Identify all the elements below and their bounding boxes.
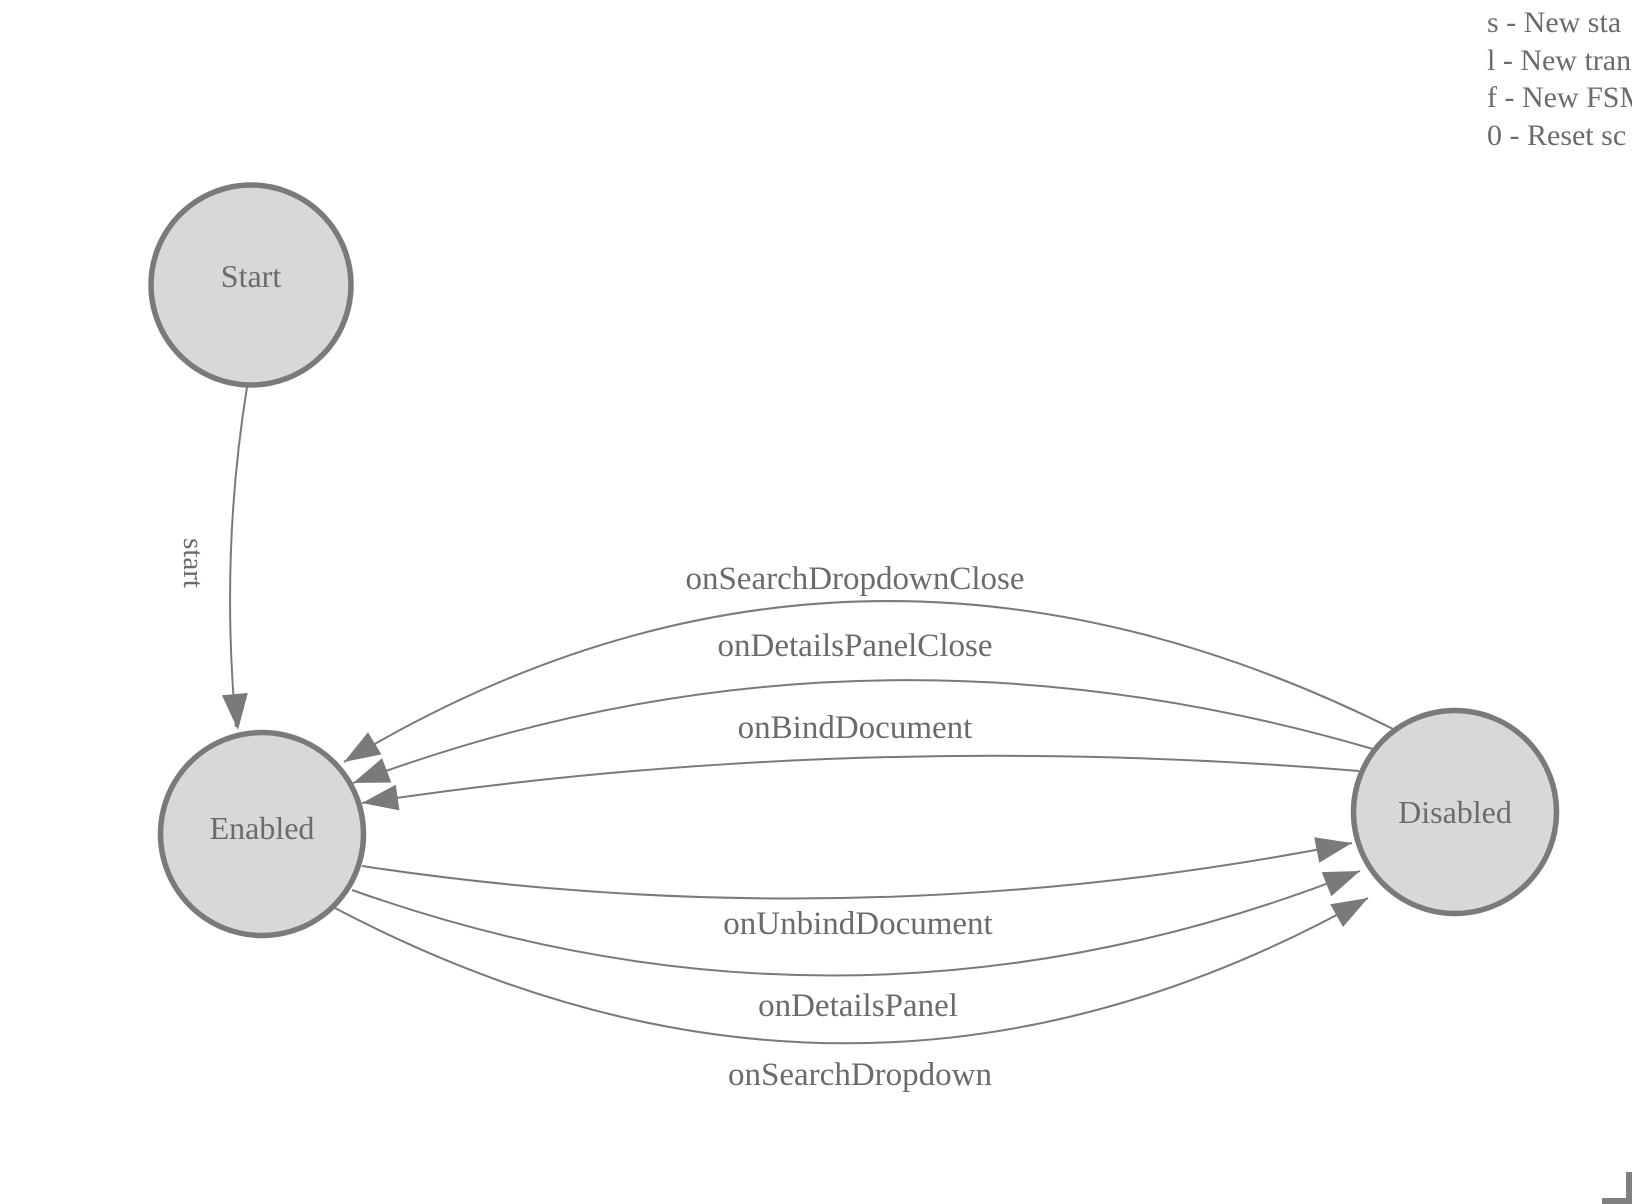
node-disabled-circle[interactable] (1350, 707, 1560, 917)
edge-start-curve[interactable] (229, 386, 248, 728)
legend-line-new-state: s - New sta (1487, 6, 1622, 39)
edge-arrowhead-icon (353, 758, 392, 783)
edge-curve[interactable] (343, 600, 1396, 763)
node-disabled[interactable]: Disabled (1350, 707, 1560, 917)
edge-arrowhead-icon (1314, 837, 1352, 863)
edge-label-on-details-panel-close[interactable]: onDetailsPanelClose (718, 628, 993, 664)
edge-curve[interactable] (361, 754, 1360, 804)
edge-arrowhead-icon (344, 732, 382, 762)
edge-on-details-panel[interactable] (351, 870, 1361, 977)
node-enabled-label: Enabled (210, 810, 315, 846)
edge-label-on-search-dropdown[interactable]: onSearchDropdown (728, 1057, 992, 1093)
corner-bracket-vertical (1626, 1172, 1632, 1204)
edge-on-search-dropdown[interactable] (332, 897, 1369, 1045)
edge-label-on-bind-document[interactable]: onBindDocument (738, 710, 973, 746)
edge-label-on-unbind-document[interactable]: onUnbindDocument (723, 906, 992, 942)
edge-arrowhead-icon (362, 784, 400, 811)
node-enabled[interactable]: Enabled (157, 729, 367, 939)
edge-on-bind-document[interactable] (361, 754, 1360, 811)
corner-bracket-horizontal (1602, 1198, 1632, 1204)
edge-arrowhead-icon (1330, 898, 1368, 927)
edge-start[interactable] (221, 386, 248, 730)
edge-curve[interactable] (351, 870, 1361, 977)
edge-label-on-details-panel[interactable]: onDetailsPanel (758, 988, 958, 1024)
edge-label-start[interactable]: start (177, 538, 209, 588)
legend: s - New sta l - New tran f - New FSM 0 -… (1487, 4, 1632, 154)
edge-curve[interactable] (332, 897, 1369, 1045)
node-start-circle[interactable] (148, 182, 354, 388)
legend-line-new-transition: l - New tran (1487, 43, 1632, 77)
node-start[interactable]: Start (148, 182, 354, 388)
node-start-label: Start (221, 258, 282, 294)
edge-arrowhead-icon (221, 693, 248, 730)
node-enabled-circle[interactable] (157, 729, 367, 939)
edge-curve[interactable] (352, 679, 1374, 784)
node-disabled-label: Disabled (1398, 794, 1512, 830)
edge-label-on-search-dropdown-close[interactable]: onSearchDropdownClose (685, 561, 1024, 597)
edge-arrowhead-icon (1321, 871, 1360, 897)
edge-on-unbind-document[interactable] (361, 837, 1353, 900)
edge-curve[interactable] (361, 842, 1353, 900)
edge-on-details-panel-close[interactable] (352, 679, 1374, 784)
edge-on-search-dropdown-close[interactable] (343, 600, 1396, 763)
legend-line-new-fsm: f - New FSM (1487, 81, 1632, 114)
legend-line-reset: 0 - Reset sc (1487, 118, 1627, 152)
